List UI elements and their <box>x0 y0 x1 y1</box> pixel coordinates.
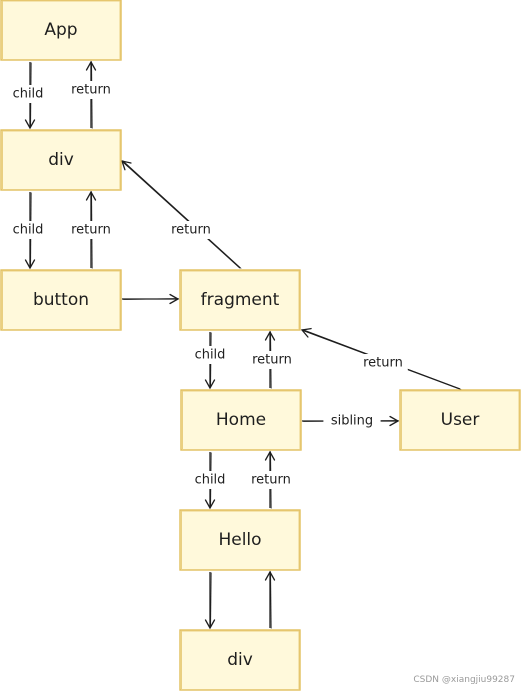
edge-line-sketch <box>270 571 272 629</box>
node-box <box>0 269 122 331</box>
node-div2: div <box>179 629 301 691</box>
node-box <box>179 509 301 571</box>
node-box-sketch <box>401 390 520 450</box>
node-user: User <box>399 389 521 451</box>
edge-user-fragment-return: return <box>300 327 462 390</box>
arrowhead-icon <box>264 330 276 341</box>
edge-label: return <box>71 223 111 238</box>
edge-label-background <box>66 81 116 99</box>
node-box-sketch <box>2 270 121 330</box>
node-box <box>180 389 302 451</box>
edge-label: return <box>363 356 403 371</box>
node-label: User <box>441 410 480 430</box>
edge-label-background <box>7 221 49 239</box>
edge-hello-div2-child <box>204 572 216 630</box>
edge-line-sketch <box>210 572 212 628</box>
edge-line-sketch <box>122 160 242 269</box>
edge-fragment-div1-return: return <box>121 160 242 269</box>
node-label: Home <box>216 410 266 430</box>
arrowhead-icon <box>300 327 312 338</box>
edge-home-fragment-return: return <box>247 330 297 389</box>
edge-label-background <box>189 346 231 364</box>
node-box <box>0 129 122 191</box>
node-app: App <box>0 0 122 61</box>
arrowhead-icon <box>264 450 276 461</box>
arrowhead-icon <box>389 415 400 427</box>
node-div1: div <box>0 129 122 191</box>
arrowhead-icon <box>264 570 276 581</box>
node-box-sketch <box>182 390 301 450</box>
node-box-sketch <box>2 0 121 60</box>
node-home: Home <box>180 389 302 451</box>
node-hello: Hello <box>179 509 301 571</box>
arrowhead-icon <box>85 60 97 71</box>
node-label: div <box>227 650 253 670</box>
node-box-sketch <box>181 510 300 570</box>
edge-label: child <box>195 473 226 488</box>
arrowhead-icon <box>24 259 36 270</box>
edge-button-div1-return: return <box>66 190 116 269</box>
node-box <box>179 629 301 691</box>
edge-app-div1-child: child <box>7 62 49 130</box>
node-box-sketch <box>2 130 121 190</box>
node-fragment: fragment <box>179 269 301 331</box>
node-label: Hello <box>218 530 261 550</box>
node-label: App <box>44 20 77 40</box>
edges-layer: child return child return return child return s… <box>7 60 462 630</box>
edge-fragment-home-child: child <box>189 332 231 390</box>
edge-label: child <box>13 87 44 102</box>
arrowhead-icon <box>204 379 216 390</box>
watermark: CSDN @xiangjiu99287 <box>413 675 515 685</box>
arrowhead-icon <box>24 119 36 130</box>
edge-label: child <box>13 223 44 238</box>
edge-line <box>121 160 241 269</box>
node-box <box>179 269 301 331</box>
edge-div1-app-return: return <box>66 60 116 129</box>
arrowhead-icon <box>169 293 180 305</box>
edge-div1-button-child: child <box>7 192 49 270</box>
edge-button-fragment-sibling <box>122 293 180 305</box>
edge-label: sibling <box>331 414 373 429</box>
arrowhead-icon <box>204 619 216 630</box>
edge-home-hello-child: child <box>189 452 231 510</box>
arrowhead-icon <box>204 499 216 510</box>
edge-label-background <box>247 351 297 369</box>
edge-label-background <box>323 412 381 430</box>
edge-label-background <box>246 471 296 489</box>
edge-label-background <box>166 221 216 239</box>
node-label: button <box>33 290 89 310</box>
edge-label: return <box>251 473 291 488</box>
edge-hello-home-return: return <box>246 450 296 509</box>
edge-line-sketch <box>123 298 179 300</box>
edge-label-background <box>66 221 116 239</box>
edge-label: child <box>195 348 226 363</box>
edge-label: return <box>71 83 111 98</box>
node-label: div <box>48 150 74 170</box>
arrowhead-icon <box>85 190 97 201</box>
edge-label-background <box>189 471 231 489</box>
node-box <box>0 0 122 61</box>
edge-label: return <box>171 223 211 238</box>
edge-label: return <box>252 353 292 368</box>
edge-home-user-sibling: sibling <box>302 412 400 430</box>
edge-label-background <box>7 85 49 103</box>
node-box-sketch <box>181 270 300 330</box>
node-label: fragment <box>201 290 280 310</box>
arrowhead-icon <box>121 160 132 171</box>
node-button: button <box>0 269 122 331</box>
edge-div2-hello-return <box>264 570 276 629</box>
edge-label-background <box>358 354 408 372</box>
node-box-sketch <box>181 630 300 690</box>
